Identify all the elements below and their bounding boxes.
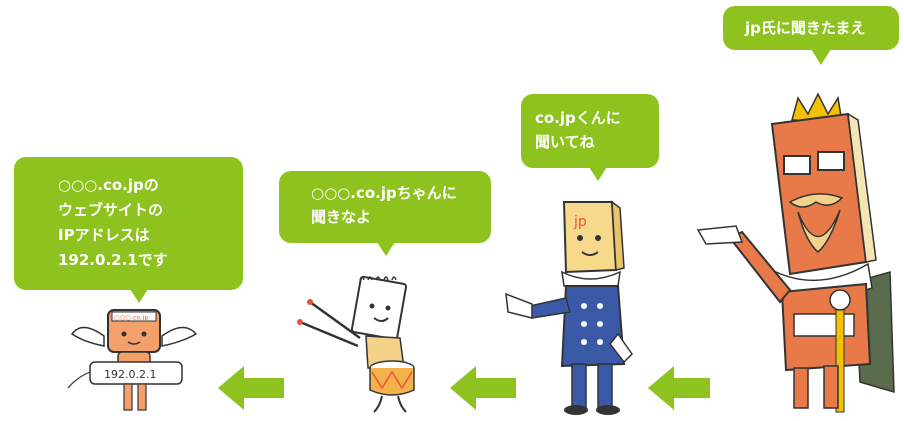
left-arrow-icon xyxy=(450,366,516,410)
bubble-drummer-line-1: ○○○.co.jpちゃんに xyxy=(311,184,457,202)
bubble-drummer-line-2: 聞きなよ xyxy=(311,208,372,226)
bubble-drummer: ○○○.co.jpちゃんに 聞きなよ xyxy=(279,171,491,256)
drummer-character xyxy=(297,275,415,413)
co-jp-book-label: jp xyxy=(573,214,587,230)
co-jp-character: jp xyxy=(505,200,633,415)
bubble-co-jp: co.jpくんに 聞いてね xyxy=(521,94,659,181)
king-jp-character xyxy=(696,92,895,413)
angel-head-label: ○○○.co.jp xyxy=(114,314,149,322)
angel-character: ○○○.co.jp 192.0.2.1 xyxy=(67,309,198,411)
left-arrow-icon xyxy=(218,366,284,410)
bubble-king: jp氏に聞きたまえ xyxy=(723,6,899,65)
angel-tag-label: 192.0.2.1 xyxy=(104,368,156,381)
bubble-angel: ○○○.co.jpの ウェブサイトの IPアドレスは 192.0.2.1です xyxy=(14,157,243,303)
left-arrow-icon xyxy=(648,366,710,410)
bubble-angel-line-4: 192.0.2.1です xyxy=(58,251,168,269)
bubble-angel-line-2: ウェブサイトの xyxy=(58,201,164,219)
bubble-king-line-1: jp氏に聞きたまえ xyxy=(745,19,866,37)
bubble-angel-line-3: IPアドレスは xyxy=(58,226,150,244)
bubble-co-jp-line-1: co.jpくんに xyxy=(535,109,621,127)
bubble-co-jp-line-2: 聞いてね xyxy=(535,133,595,151)
bubble-angel-line-1: ○○○.co.jpの xyxy=(58,176,159,194)
